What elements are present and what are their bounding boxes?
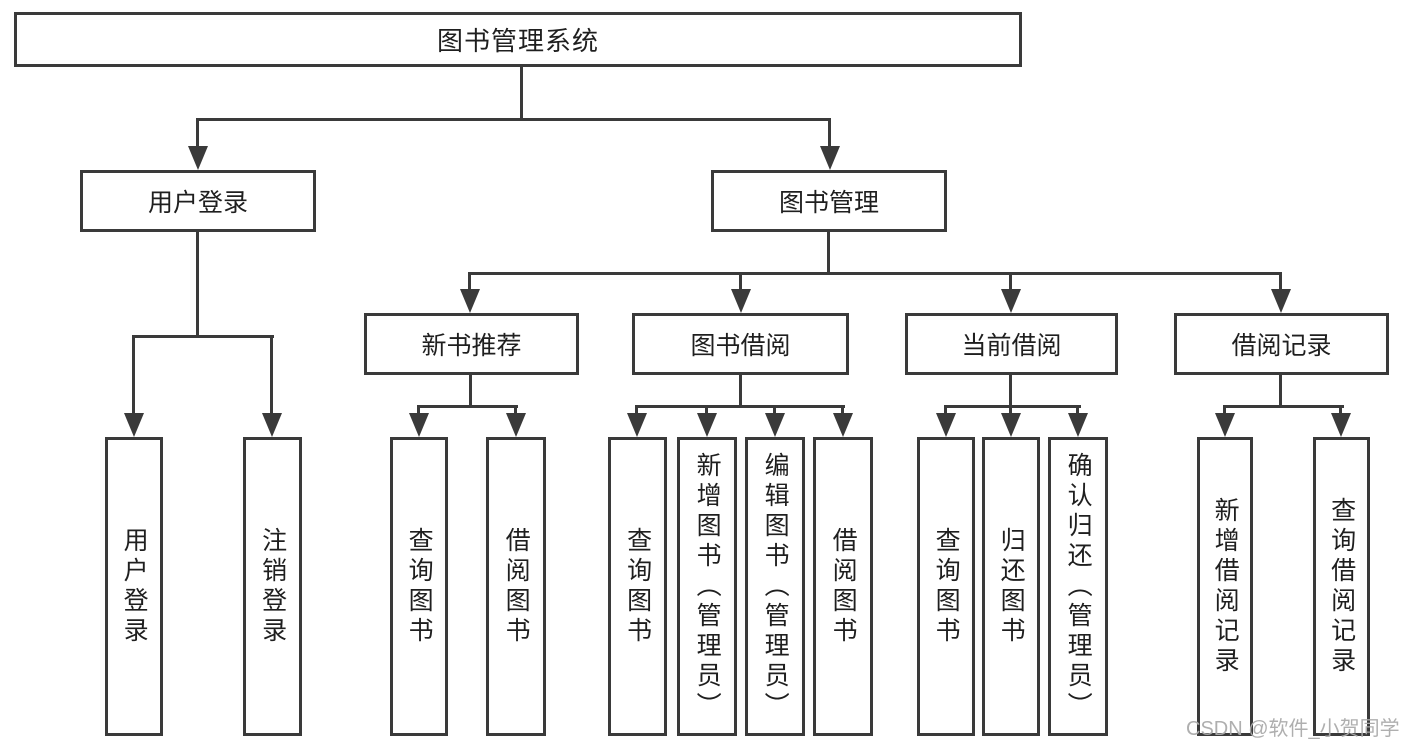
connector-line xyxy=(773,405,776,417)
node-borrowing-records: 借阅记录 xyxy=(1174,313,1389,375)
arrow-down-icon xyxy=(124,413,144,437)
node-label: 借阅图书 xyxy=(829,526,858,647)
leaf-confirm-return-admin: 确认归还（管理员） xyxy=(1048,437,1108,736)
connector-line xyxy=(1223,405,1344,408)
node-label: 借阅记录 xyxy=(1231,332,1332,360)
connector-line xyxy=(739,272,742,294)
leaf-edit-books-admin: 编辑图书（管理员） xyxy=(745,437,805,736)
arrow-down-icon xyxy=(1271,289,1291,313)
connector-line xyxy=(132,335,274,338)
node-label: 当前借阅 xyxy=(961,332,1062,360)
leaf-logout: 注销登录 xyxy=(243,437,302,736)
leaf-query-borrow-record: 查询借阅记录 xyxy=(1313,437,1370,736)
connector-line xyxy=(196,232,199,335)
connector-line xyxy=(132,335,135,417)
node-book-management: 图书管理 xyxy=(711,170,947,232)
leaf-add-borrow-record: 新增借阅记录 xyxy=(1197,437,1253,736)
node-label: 归还图书 xyxy=(997,526,1026,647)
arrow-down-icon xyxy=(1068,413,1088,437)
connector-line xyxy=(944,405,1081,408)
connector-line xyxy=(468,272,1282,275)
arrow-down-icon xyxy=(506,413,526,437)
connector-line xyxy=(1223,405,1226,417)
node-label: 新增图书（管理员） xyxy=(693,451,722,722)
connector-line xyxy=(468,272,471,294)
node-label: 查询图书 xyxy=(623,526,652,647)
connector-line xyxy=(705,405,708,417)
node-label: 新增借阅记录 xyxy=(1211,496,1240,677)
leaf-query-books-current: 查询图书 xyxy=(917,437,975,736)
connector-line xyxy=(417,405,518,408)
node-label: 图书借阅 xyxy=(690,332,791,360)
arrow-down-icon xyxy=(731,289,751,313)
node-root: 图书管理系统 xyxy=(14,12,1022,67)
node-label: 用户登录 xyxy=(120,526,149,647)
connector-line xyxy=(417,405,420,417)
connector-line xyxy=(841,405,844,417)
node-label: 图书管理 xyxy=(778,189,879,217)
leaf-add-books-admin: 新增图书（管理员） xyxy=(677,437,737,736)
connector-line xyxy=(635,405,845,408)
leaf-borrow-books-recommend: 借阅图书 xyxy=(486,437,546,736)
arrow-down-icon xyxy=(1331,413,1351,437)
arrow-down-icon xyxy=(697,413,717,437)
connector-line xyxy=(1009,375,1012,405)
arrow-down-icon xyxy=(627,413,647,437)
leaf-query-books-borrowing: 查询图书 xyxy=(608,437,667,736)
node-current-borrowing: 当前借阅 xyxy=(905,313,1118,375)
connector-line xyxy=(827,232,830,272)
connector-line xyxy=(469,375,472,405)
node-label: 查询图书 xyxy=(932,526,961,647)
node-label: 确认归还（管理员） xyxy=(1064,451,1093,722)
connector-line xyxy=(635,405,638,417)
connector-line xyxy=(1009,405,1012,417)
connector-line xyxy=(1076,405,1079,417)
leaf-user-login: 用户登录 xyxy=(105,437,163,736)
arrow-down-icon xyxy=(820,146,840,170)
arrow-down-icon xyxy=(1215,413,1235,437)
arrow-down-icon xyxy=(936,413,956,437)
connector-line xyxy=(1279,272,1282,294)
connector-line xyxy=(739,375,742,405)
connector-line xyxy=(828,118,831,153)
node-label: 注销登录 xyxy=(258,526,287,647)
arrow-down-icon xyxy=(1001,413,1021,437)
connector-line xyxy=(520,67,523,118)
arrow-down-icon xyxy=(833,413,853,437)
connector-line xyxy=(196,118,831,121)
node-label: 图书管理系统 xyxy=(436,26,599,56)
leaf-return-books: 归还图书 xyxy=(982,437,1040,736)
arrow-down-icon xyxy=(409,413,429,437)
arrow-down-icon xyxy=(765,413,785,437)
connector-line xyxy=(1009,272,1012,294)
node-new-book-recommend: 新书推荐 xyxy=(364,313,579,375)
node-label: 用户登录 xyxy=(147,189,248,217)
node-user-login: 用户登录 xyxy=(80,170,316,232)
node-label: 编辑图书（管理员） xyxy=(761,451,790,722)
connector-line xyxy=(1279,375,1282,405)
leaf-borrow-books-borrowing: 借阅图书 xyxy=(813,437,873,736)
node-label: 借阅图书 xyxy=(502,526,531,647)
arrow-down-icon xyxy=(262,413,282,437)
connector-line xyxy=(196,118,199,153)
connector-line xyxy=(514,405,517,417)
csdn-watermark: CSDN @软件_小贺同学 xyxy=(1186,718,1400,740)
node-label: 查询借阅记录 xyxy=(1327,496,1356,677)
arrow-down-icon xyxy=(188,146,208,170)
node-label: 查询图书 xyxy=(405,526,434,647)
connector-line xyxy=(270,335,273,417)
node-book-borrowing: 图书借阅 xyxy=(632,313,849,375)
arrow-down-icon xyxy=(1001,289,1021,313)
connector-line xyxy=(1339,405,1342,417)
leaf-query-books-recommend: 查询图书 xyxy=(390,437,448,736)
node-label: 新书推荐 xyxy=(421,332,522,360)
connector-line xyxy=(944,405,947,417)
arrow-down-icon xyxy=(460,289,480,313)
